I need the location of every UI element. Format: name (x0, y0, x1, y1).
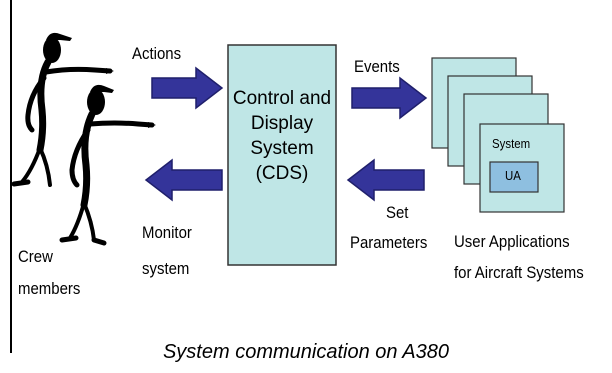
cds-box (227, 44, 337, 266)
ua-label-line1: User Applications (454, 232, 570, 251)
crew-label-line1: Crew (18, 247, 53, 266)
set-parameters-arrow (346, 158, 425, 202)
actions-label: Actions (132, 44, 182, 63)
monitor-arrow (144, 158, 223, 202)
ua-label-line2: for Aircraft Systems (454, 263, 584, 282)
figure-caption: System communication on A380 (162, 341, 450, 363)
actions-arrow (151, 66, 224, 110)
cds-label: Control and Display System (CDS) (228, 86, 336, 186)
monitor-label-line1: Monitor (142, 223, 192, 242)
events-label: Events (354, 57, 400, 76)
ua-inner-label: UA (505, 168, 521, 183)
left-border-line (10, 0, 12, 353)
monitor-label-line2: system (142, 259, 190, 278)
crew-member-figure-front (59, 84, 156, 246)
cds-label-line4: (CDS) (255, 163, 309, 185)
ua-inner-box (489, 161, 539, 193)
set-label-line1: Set (386, 203, 409, 222)
crew-member-figure-back (11, 32, 114, 187)
cds-label-line3: System (250, 138, 314, 160)
cds-label-line1: Control and (232, 88, 332, 109)
set-label-line2: Parameters (350, 233, 428, 252)
ua-card-title: System (492, 136, 531, 151)
cds-label-line2: Display (250, 113, 314, 135)
events-arrow (351, 76, 428, 120)
crew-label-line2: members (18, 279, 81, 298)
